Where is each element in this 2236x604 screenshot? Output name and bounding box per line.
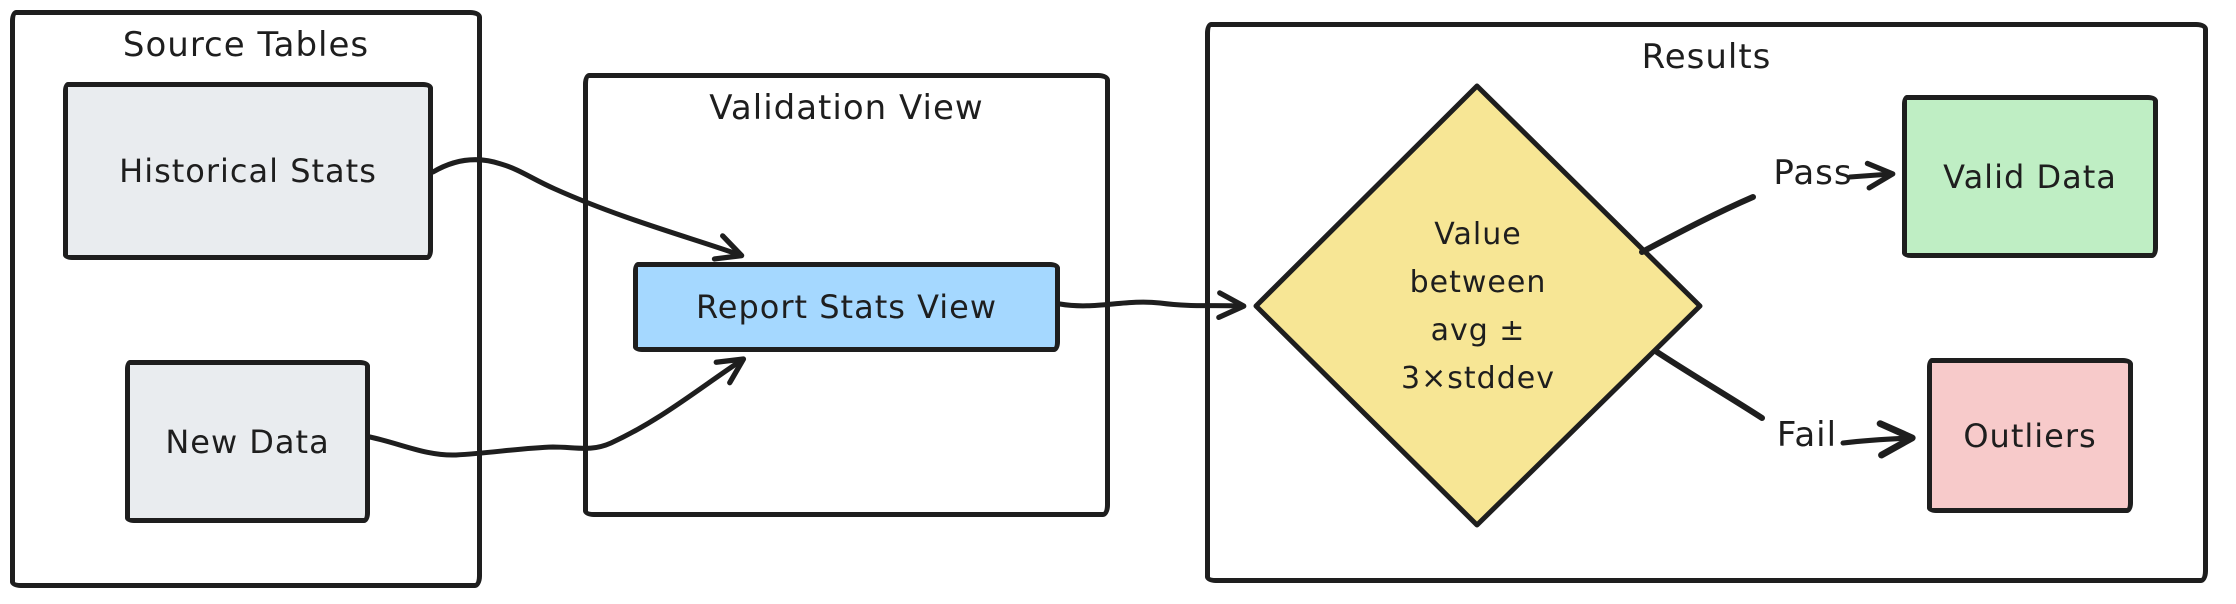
fail-edge-label: Fail [1776,415,1838,455]
decision-line-3: avg ± [1430,313,1526,348]
validation-view-title: Validation View [709,88,984,128]
historical-stats-label: Historical Stats [119,152,377,190]
outliers-label: Outliers [1963,416,2097,455]
connector-decision-to-pass [1639,194,1756,255]
results-container: Results [1205,22,2208,583]
new-data-node: New Data [125,360,370,523]
decision-diamond-label: Value between avg ± 3×stddev [1328,207,1628,407]
source-tables-container: Source Tables [10,10,482,588]
pass-edge-label: Pass [1773,153,1853,193]
decision-diamond-shape [1253,83,1703,528]
validation-view-container: Validation View [583,73,1110,517]
results-title: Results [1641,37,1772,77]
source-tables-title: Source Tables [122,25,370,65]
fail-arrow [1840,420,1916,459]
valid-data-node: Valid Data [1902,95,2158,258]
decision-line-1: Value [1434,217,1522,252]
decision-line-2: between [1409,265,1547,300]
outliers-node: Outliers [1927,358,2133,513]
pass-arrow [1847,160,1896,191]
connector-view-to-decision [1057,290,1247,321]
valid-data-label: Valid Data [1943,157,2117,196]
connector-historical-to-view [430,157,745,262]
report-stats-view-label: Report Stats View [695,288,998,326]
decision-line-4: 3×stddev [1401,361,1555,396]
report-stats-view-node: Report Stats View [633,262,1060,352]
connector-newdata-to-view [367,356,747,458]
historical-stats-node: Historical Stats [63,82,433,260]
connector-decision-to-fail [1654,349,1765,421]
new-data-label: New Data [165,422,330,461]
